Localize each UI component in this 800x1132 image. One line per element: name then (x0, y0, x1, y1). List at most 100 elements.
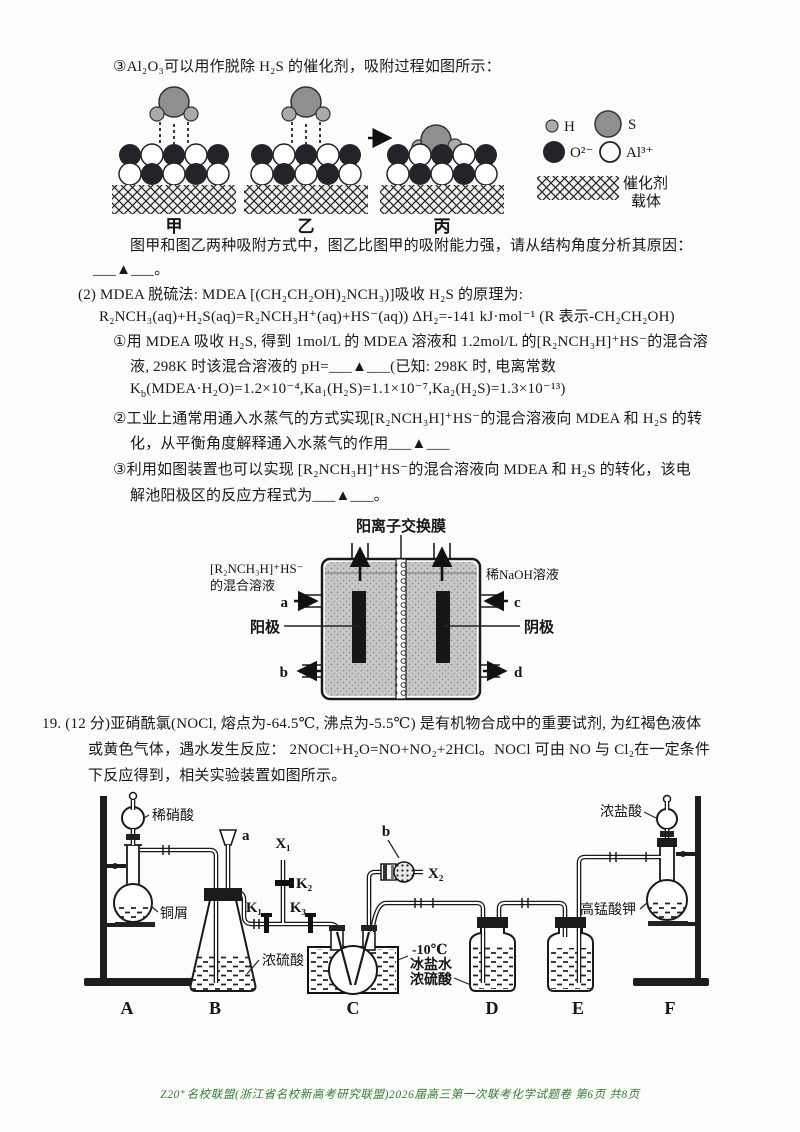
carrier-hatch (244, 185, 368, 214)
device-letter-b: B (209, 998, 221, 1018)
support-plate (115, 922, 155, 927)
flask-c-reaction (328, 927, 378, 995)
answer-blank: ___▲___。 (93, 262, 170, 278)
s-atom (158, 86, 190, 118)
adsorption-figure: 甲 乙 丙 H S (112, 86, 668, 234)
q2-item2-line1: ②工业上通常用通入水蒸气的方式实现[R₂NCH₃H]⁺HS⁻的混合溶液向 MDE… (113, 411, 703, 427)
stopper-b (204, 888, 242, 901)
membrane-label: 阳离子交换膜 (356, 517, 446, 535)
port-c-label: c (514, 595, 521, 611)
dropping-funnel-f (656, 808, 678, 830)
device-letter-e: E (572, 998, 584, 1018)
bottle-e (547, 926, 594, 992)
port-d-label: d (514, 665, 523, 681)
collar-c-left (329, 925, 345, 931)
bath-brine-label: 冰盐水 (410, 956, 453, 973)
q2-item1-line1: ①用 MDEA 吸收 H₂S, 得到 1mol/L 的 MDEA 溶液和 1.2… (113, 334, 709, 350)
stand-f (633, 796, 709, 986)
q19-line1: 19. (12 分)亚硝酰氯(NOCl, 熔点为-64.5℃, 沸点为-5.5℃… (42, 716, 702, 732)
legend-al-icon (599, 141, 621, 163)
label-yi: 乙 (298, 217, 315, 234)
structure-bing: 丙 (380, 124, 504, 234)
copper-label: 铜屑 (160, 906, 188, 922)
carrier-hatch (380, 185, 504, 214)
stopper-e (555, 917, 586, 928)
legend-s-label: S (628, 117, 636, 133)
device-letter-a: A (121, 998, 134, 1018)
analysis-line: 图甲和图乙两种吸附方式中，图乙比图甲的吸附能力强，请从结构角度分析其原因： (130, 238, 693, 254)
sulfuric-acid-fill (190, 956, 256, 991)
joint-ticks (162, 845, 647, 929)
flask-f-roundbottom (646, 794, 688, 921)
left-solution-line2: 的混合溶液 (210, 578, 275, 593)
valve-k2 (275, 878, 294, 888)
page-footer: Z20⁺名校联盟(浙江省名校新高考研究联盟)2026届高三第一次联考化学试题卷 … (160, 1089, 640, 1101)
h-atom (315, 106, 331, 122)
valve-k1 (261, 913, 272, 933)
h-atom (183, 106, 199, 122)
flask-b-erlenmeyer (189, 829, 257, 992)
stand-a (84, 796, 196, 986)
legend-carrier-line1: 催化剂 (623, 175, 668, 192)
legend-o-label: O²⁻ (570, 145, 593, 161)
cathode-electrode (436, 591, 450, 663)
kb-rest: (MDEA·H₂O)=1.2×10⁻⁴,Ka₁(H₂S)=1.1×10⁻⁷,Ka… (146, 381, 566, 397)
cathode-label: 阴极 (524, 618, 555, 636)
valve-k3 (305, 913, 316, 933)
structure-yi: 乙 (244, 86, 368, 234)
x2-label: X₂ (428, 866, 444, 882)
cation-exchange-membrane (395, 558, 407, 700)
legend-carrier-line2: 载体 (631, 193, 661, 210)
q2-header: (2) MDEA 脱硫法: MDEA [(CH₂CH₂OH)₂NCH₃)]吸收 … (78, 287, 524, 303)
flask-a-roundbottom (113, 791, 153, 923)
x1-label: X₁ (275, 836, 290, 852)
legend-h-label: H (564, 119, 575, 135)
h-atom (149, 106, 165, 122)
k2-label: K₂ (296, 876, 313, 892)
kmno4-fill (647, 902, 687, 920)
kb-symbol: K (130, 381, 142, 397)
s-atom (290, 86, 322, 118)
kb-subscript: b (141, 389, 147, 400)
stopcock-a (126, 834, 140, 840)
h-atom (281, 106, 297, 122)
q19-line2: 或黄色气体，遇水发生反应： 2NOCl+H₂O=NO+NO₂+2HCl。NOCl… (88, 742, 711, 758)
carrier-hatch (112, 185, 236, 214)
structure-jia: 甲 (112, 86, 236, 234)
collar-c-right (361, 925, 377, 931)
q19-line3: 下反应得到，相关实验装置如图所示。 (88, 768, 347, 784)
thistle-top (218, 829, 238, 846)
c-inner-tubes (335, 931, 371, 986)
legend-al-label: Al³⁺ (626, 145, 653, 161)
bath-temp-label: -10℃ (412, 943, 448, 958)
q2-item3-line1: ③利用如图装置也可以实现 [R₂NCH₃H]⁺HS⁻的混合溶液向 MDEA 和 … (113, 462, 691, 478)
q2-item2-line2: 化，从平衡角度解释通入水蒸气的作用___▲___ (130, 436, 450, 452)
legend-carrier-icon (537, 176, 619, 200)
q2-item1-line3: Kb(MDEA·H₂O)=1.2×10⁻⁴,Ka₁(H₂S)=1.1×10⁻⁷,… (130, 379, 566, 400)
legend-s-icon (594, 110, 622, 138)
anode-electrode (352, 591, 366, 663)
apparatus-figure: 稀硝酸 铜屑 a 浓硫酸 X₁ K₁ K₂ K₃ b X₂ -10℃ 冰盐水 浓… (84, 791, 709, 1018)
right-solution-label: 稀NaOH溶液 (486, 567, 559, 582)
k1-label: K₁ (246, 900, 262, 916)
q2-item3-line2: 解池阳极区的反应方程式为___▲___。 (130, 488, 389, 504)
k3-label: K₃ (290, 900, 307, 916)
device-letter-c: C (347, 998, 360, 1018)
wash-liquid-fill (550, 948, 591, 989)
electrolysis-figure: 阳离子交换膜 阳极 阴极 a b c d [R₂NCH₃H]⁺HS⁻ 的混合溶液… (210, 517, 559, 701)
kmno4-label: 高锰酸钾 (580, 901, 636, 918)
figure-legend: H S O²⁻ Al³⁺ 催化剂 载体 (537, 110, 668, 210)
bottle-d (469, 926, 516, 992)
conc-hcl-label: 浓盐酸 (600, 804, 642, 820)
bath-acid-label: 浓硫酸 (410, 971, 453, 988)
porous-ball (393, 861, 415, 883)
drying-liquid-fill (472, 945, 513, 989)
support-plate (648, 921, 688, 926)
port-b-label: b (280, 665, 288, 681)
port-a-label: a (281, 595, 289, 611)
dilute-nitric-label: 稀硝酸 (152, 808, 194, 824)
device-letter-f: F (665, 998, 676, 1018)
leader-lines (143, 811, 657, 986)
left-solution-line1: [R₂NCH₃H]⁺HS⁻ (210, 561, 304, 576)
legend-o-icon (543, 141, 565, 163)
